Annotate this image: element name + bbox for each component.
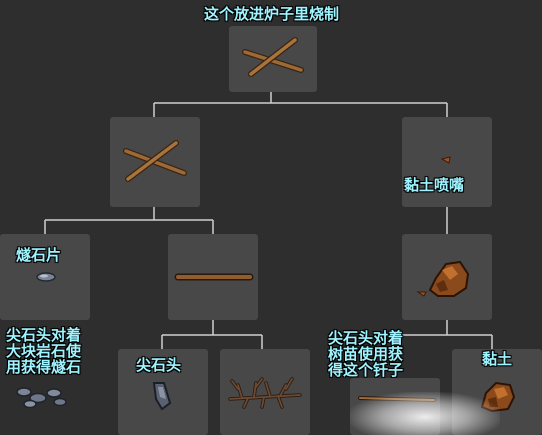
clay-nozzle-label: 黏土喷嘴 — [404, 176, 465, 194]
connector-clay — [393, 320, 493, 349]
slot-clay-lump[interactable] — [402, 234, 492, 320]
slot-sapling[interactable] — [220, 349, 310, 435]
stick-icon — [174, 273, 254, 281]
sharp-stone-label: 尖石头 — [136, 356, 182, 374]
slot-sharp-stone[interactable]: 尖石头 — [118, 349, 208, 435]
flint-instruction: 尖石头对着 大块岩石使 用获得燧石 — [6, 326, 82, 376]
slot-flint-stones[interactable] — [0, 378, 90, 435]
connector-root — [153, 92, 448, 117]
clay-nozzle-icon — [440, 156, 451, 164]
flint-shard-label: 燧石片 — [16, 246, 62, 264]
sharp-stone-icon — [152, 382, 172, 411]
crossed-sticks-icon — [242, 37, 304, 77]
slot-flint-shard[interactable]: 燧石片 — [0, 234, 90, 320]
screen-glare — [350, 392, 500, 435]
root-instruction: 这个放进炉子里烧制 — [204, 5, 340, 23]
connector-left — [44, 207, 214, 234]
clay-lump-instruction: 尖石头对着 树苗使用获 得这个钎子 — [328, 329, 404, 379]
clay-lump-icon — [416, 260, 470, 297]
flint-shard-icon — [36, 272, 56, 282]
slot-clay-nozzle[interactable]: 黏土喷嘴 — [402, 117, 492, 207]
flint-stones-icon — [16, 387, 67, 409]
slot-stick[interactable] — [168, 234, 258, 320]
sapling-icon — [228, 377, 302, 409]
clay-label: 黏土 — [482, 350, 513, 368]
slot-root[interactable] — [229, 26, 317, 92]
slot-left-sticks[interactable] — [110, 117, 200, 207]
crossed-sticks-icon — [123, 140, 187, 182]
connector-stick — [161, 320, 263, 349]
